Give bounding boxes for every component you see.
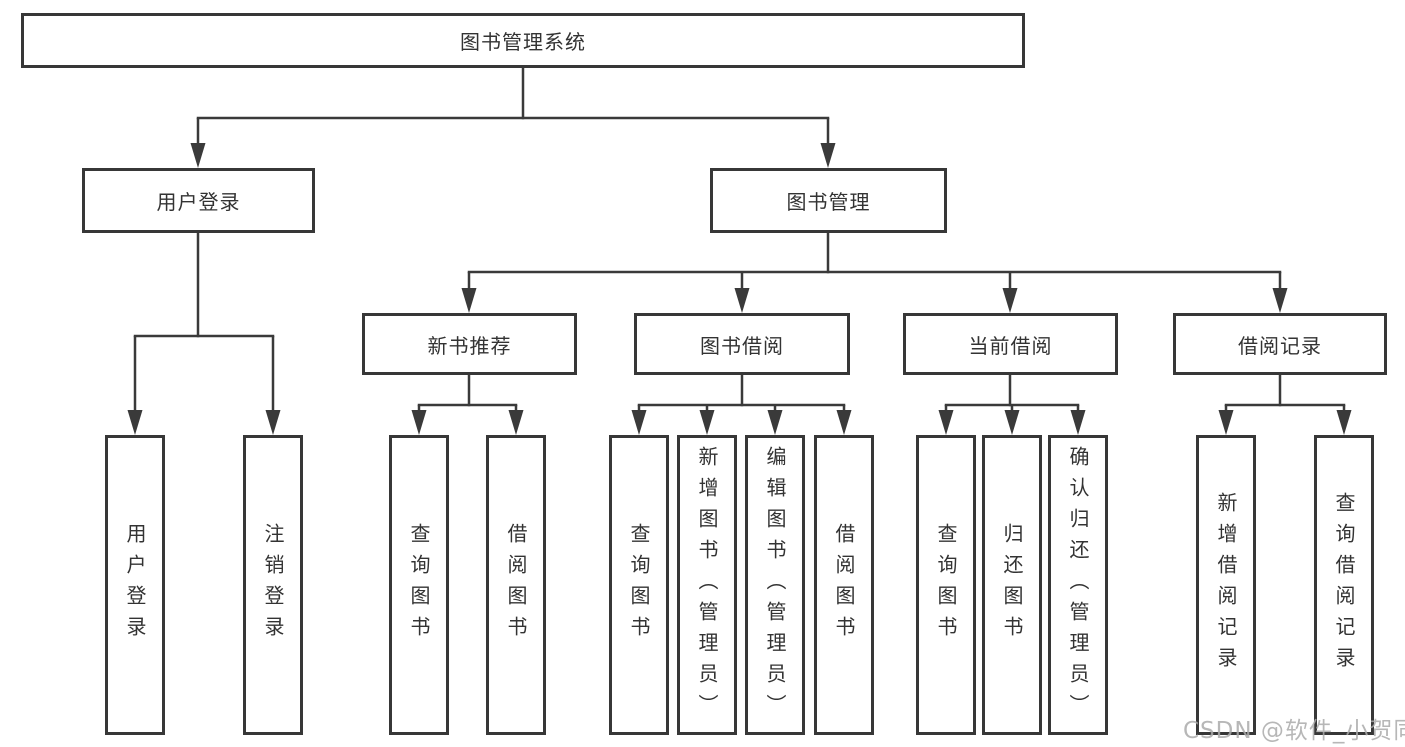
node-root: 图书管理系统	[21, 13, 1025, 68]
leaf-cb-query-books: 查询图书	[916, 435, 976, 735]
leaf-cb-confirm-return-admin: 确认归还（管理员）	[1048, 435, 1108, 735]
leaf-nbr-query-books: 查询图书	[389, 435, 449, 735]
watermark-text: CSDN @软件_小贺同学	[1183, 718, 1405, 744]
leaf-bb-query-books: 查询图书	[609, 435, 669, 735]
leaf-bb-edit-book-admin: 编辑图书（管理员）	[745, 435, 805, 735]
leaf-br-query-record: 查询借阅记录	[1314, 435, 1374, 735]
leaf-logout: 注销登录	[243, 435, 303, 735]
node-borrowing-records: 借阅记录	[1173, 313, 1387, 375]
node-user-login: 用户登录	[82, 168, 315, 233]
leaf-bb-borrow-books: 借阅图书	[814, 435, 874, 735]
leaf-cb-return-books: 归还图书	[982, 435, 1042, 735]
node-current-borrowing: 当前借阅	[903, 313, 1118, 375]
leaf-nbr-borrow-books: 借阅图书	[486, 435, 546, 735]
leaf-user-login: 用户登录	[105, 435, 165, 735]
node-book-management: 图书管理	[710, 168, 947, 233]
node-book-borrowing: 图书借阅	[634, 313, 850, 375]
leaf-bb-add-book-admin: 新增图书（管理员）	[677, 435, 737, 735]
node-new-book-recommendation: 新书推荐	[362, 313, 577, 375]
leaf-br-add-record: 新增借阅记录	[1196, 435, 1256, 735]
